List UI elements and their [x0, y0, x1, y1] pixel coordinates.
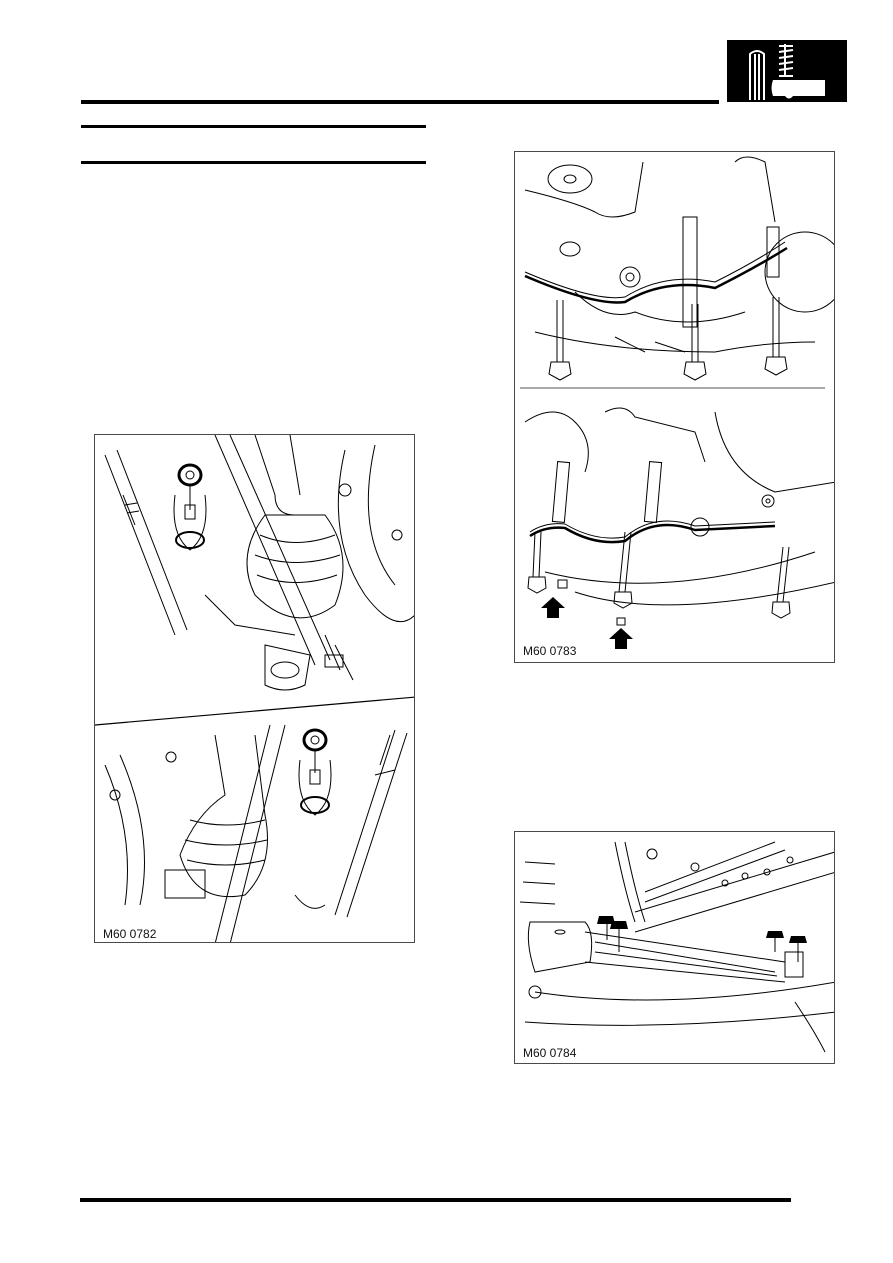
arrow-icon — [541, 597, 565, 618]
heading-rule-top — [81, 125, 426, 128]
suspension-illustration-upper — [95, 435, 414, 942]
figure-m60-0783: M60 0783 — [514, 151, 835, 663]
suspension-section-icon — [727, 40, 847, 102]
figure-label: M60 0782 — [102, 927, 158, 941]
footer-rule — [80, 1198, 791, 1202]
figure-m60-0782: M60 0782 — [94, 434, 415, 943]
figure-label: M60 0784 — [522, 1046, 578, 1060]
heading-rule-bottom — [81, 161, 426, 164]
arrow-icon — [609, 628, 633, 649]
subframe-illustration — [520, 156, 834, 649]
steering-rack-illustration — [519, 841, 834, 1053]
figure-m60-0784: M60 0784 — [514, 831, 835, 1064]
figure-label: M60 0783 — [522, 644, 578, 658]
header-rule — [81, 100, 719, 104]
